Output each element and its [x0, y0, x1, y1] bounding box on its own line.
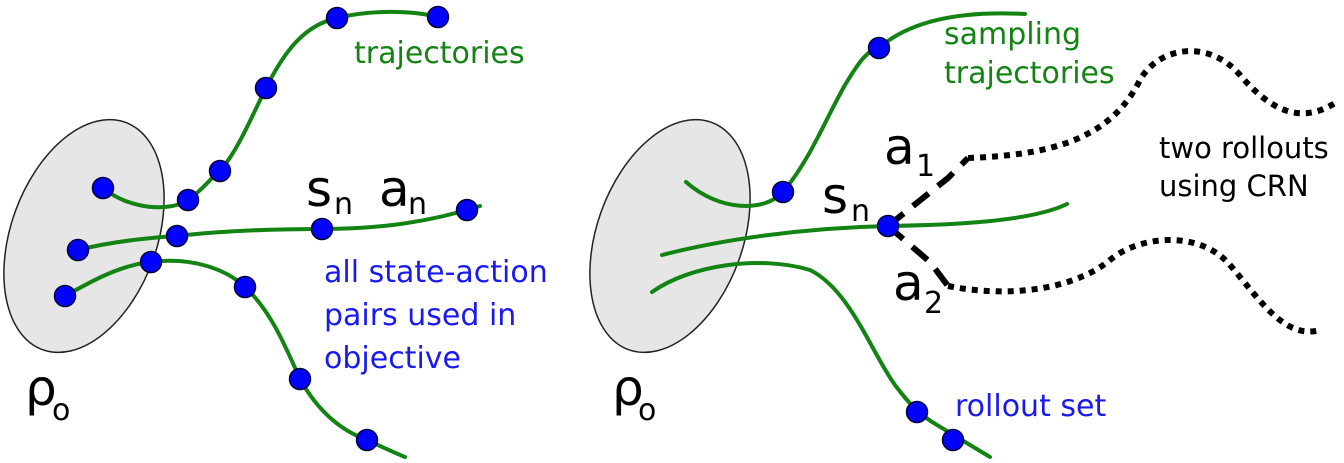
right-rollouts-label-line-2: using CRN [1159, 169, 1309, 203]
left-state-symbol: s [306, 160, 332, 218]
left-state-subscript: n [334, 187, 353, 222]
right-sampling-label-line-1: sampling [944, 17, 1081, 52]
left-trajectory-middle [76, 204, 482, 252]
right-action1-subscript: 1 [916, 149, 935, 184]
left-state-dot [176, 188, 200, 212]
right-rollouts-label-line-1: two rollouts [1159, 131, 1329, 165]
right-action1-symbol: a [884, 118, 915, 176]
right-start-distribution-region [589, 118, 751, 354]
right-rollout-path-2 [947, 237, 1321, 335]
left-state-dot [66, 238, 90, 262]
left-state-dot [53, 284, 77, 308]
right-sampling-label-line-2: trajectories [944, 56, 1115, 91]
left-state-dot [165, 224, 189, 248]
right-state-dot [905, 400, 929, 424]
right-state-dot [867, 36, 891, 60]
left-start-subscript: o [52, 393, 70, 428]
right-state-dot-sn [876, 214, 900, 238]
left-action-symbol: a [379, 160, 410, 218]
right-trajectory-lower [650, 261, 992, 459]
left-pairs-label-line-1: all state-action [324, 255, 548, 290]
left-state-dot [325, 6, 349, 30]
left-action-subscript: n [408, 187, 427, 222]
left-trajectories-label: trajectories [354, 36, 525, 71]
right-action2-subscript: 2 [924, 286, 943, 321]
right-action-branch-a2 [886, 223, 951, 288]
right-trajectory-upper [684, 11, 1027, 208]
left-panel: trajectories s n a n all state-action pa… [3, 5, 548, 459]
left-state-dot [426, 5, 450, 29]
left-state-dot [355, 428, 379, 452]
right-action-branch-a1 [886, 155, 971, 229]
left-start-symbol: ρ [25, 359, 57, 417]
left-state-dot [208, 159, 232, 183]
left-state-dot [139, 250, 163, 274]
left-state-dot-sn [310, 217, 334, 241]
right-rollout-set-label: rollout set [955, 389, 1106, 424]
right-action2-symbol: a [893, 254, 924, 312]
right-state-dot [941, 428, 965, 452]
right-state-dot [771, 180, 795, 204]
left-state-dot [288, 367, 312, 391]
left-state-dot-an [455, 198, 479, 222]
left-state-dot [254, 76, 278, 100]
right-start-subscript: o [638, 393, 656, 428]
right-state-symbol: s [822, 167, 848, 225]
right-start-symbol: ρ [612, 359, 644, 417]
left-state-dot [91, 176, 115, 200]
left-state-dot [233, 275, 257, 299]
left-pairs-label-line-3: objective [324, 341, 461, 376]
right-panel: sampling trajectories a 1 s n a 2 two ro… [589, 11, 1337, 459]
right-state-subscript: n [851, 194, 870, 229]
left-pairs-label-line-2: pairs used in [324, 298, 516, 333]
